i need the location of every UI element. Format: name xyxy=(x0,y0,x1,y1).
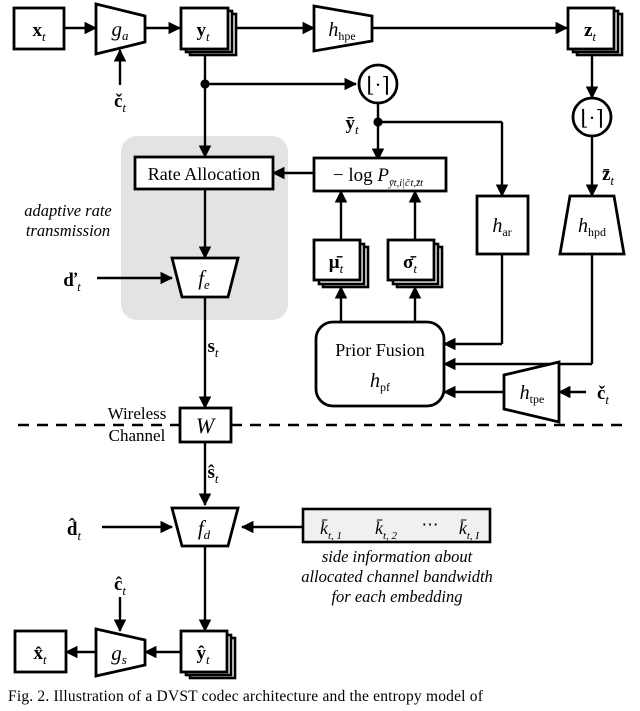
node-neg-log-p[interactable] xyxy=(312,156,448,193)
label-prior-fusion: Prior Fusion xyxy=(335,340,425,360)
label-s-t: st xyxy=(207,336,218,360)
label-channel-line2: Channel xyxy=(109,426,166,445)
label-rate-allocation: Rate Allocation xyxy=(148,164,260,184)
label-y-bar: ȳt xyxy=(345,113,359,137)
junction-dot-y xyxy=(200,79,210,89)
label-W: W xyxy=(196,413,216,438)
node-wireless-channel[interactable] xyxy=(178,406,233,444)
node-y-latent[interactable] xyxy=(179,6,238,57)
node-y-hat[interactable] xyxy=(179,629,237,680)
label-side-info-line1: side information about xyxy=(322,547,473,566)
node-fe-encoder[interactable] xyxy=(170,256,240,299)
node-mu-bar[interactable] xyxy=(312,238,370,289)
node-round-z[interactable] xyxy=(571,96,613,138)
node-sigma-bar[interactable] xyxy=(386,238,444,289)
label-x-hat: x̂t xyxy=(33,643,47,667)
label-y-hat: ŷt xyxy=(196,643,210,667)
node-hhpe[interactable] xyxy=(312,4,374,53)
node-x-hat[interactable] xyxy=(13,629,68,674)
label-fe: fe xyxy=(198,266,210,292)
label-d-check: ďt xyxy=(63,270,81,294)
label-neg-log-p: − log Pȳt,i|č t,z̄t xyxy=(333,165,424,189)
label-hhpe: hhpe xyxy=(328,19,355,43)
label-c-hat: ĉt xyxy=(114,574,126,598)
label-y-latent: yt xyxy=(196,20,210,44)
node-gs-decoder[interactable] xyxy=(94,627,147,678)
label-adaptive-rate-line2: transmission xyxy=(26,221,110,240)
node-fd-decoder[interactable] xyxy=(170,506,240,548)
node-z-latent[interactable] xyxy=(566,6,624,57)
label-side-info-line2: allocated channel bandwidth xyxy=(301,567,493,586)
label-c-check-enc: čt xyxy=(114,91,126,115)
label-channel-line1: Wireless xyxy=(108,404,167,423)
label-d-hat: d̂t xyxy=(67,518,82,543)
node-round-y[interactable] xyxy=(357,63,399,105)
label-round-z: ⌊·⌉ xyxy=(580,106,603,130)
node-prior-fusion[interactable] xyxy=(314,320,446,408)
node-ga-encoder[interactable] xyxy=(94,2,147,56)
node-hhpd[interactable] xyxy=(558,194,626,256)
label-mu-bar: μ̄t xyxy=(329,252,344,276)
label-adaptive-rate-line1: adaptive rate xyxy=(24,201,112,220)
label-side-info-line3: for each embedding xyxy=(331,587,462,606)
label-z-bar: z̄t xyxy=(602,164,614,188)
node-x-input[interactable] xyxy=(12,6,66,51)
label-sigma-bar: σ̄t xyxy=(403,252,417,276)
label-z-latent: zt xyxy=(584,20,596,44)
label-x-input: xt xyxy=(32,20,46,44)
figure-caption: Fig. 2. Illustration of a DVST codec arc… xyxy=(8,688,484,705)
node-htpe[interactable] xyxy=(502,360,561,424)
node-rate-allocation[interactable] xyxy=(133,155,275,191)
side-info-box xyxy=(301,507,492,544)
label-k-dots: ⋯ xyxy=(422,515,439,534)
junction-dot-ybar xyxy=(373,117,383,127)
label-c-check-tpe: čt xyxy=(597,383,609,407)
label-round-y: ⌊·⌉ xyxy=(366,73,389,97)
node-har[interactable] xyxy=(475,194,530,256)
label-s-hat: ŝt xyxy=(207,462,218,486)
